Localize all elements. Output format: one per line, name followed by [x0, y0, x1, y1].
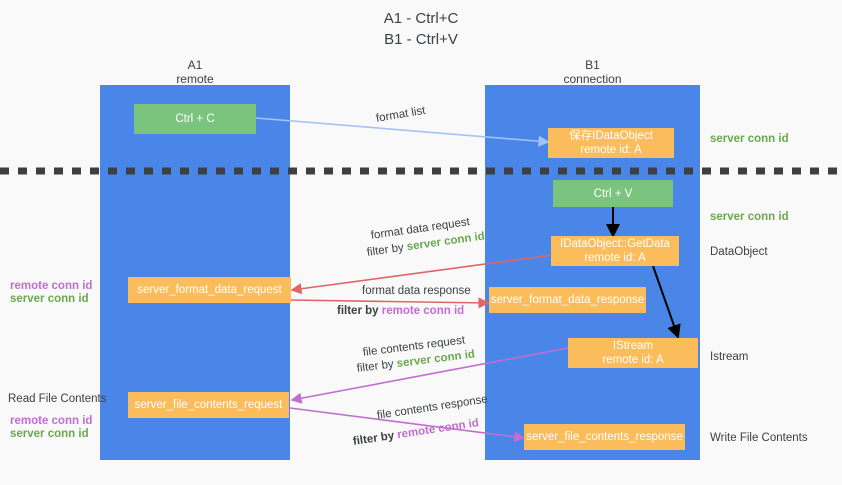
left-label-remote-conn-id-1: remote conn id — [10, 280, 93, 292]
title-line-2: B1 - Ctrl+V — [384, 31, 458, 48]
diagram-title: A1 - Ctrl+C B1 - Ctrl+V — [0, 8, 842, 50]
edge-label-format-data-response-filter: filter by remote conn id — [337, 304, 464, 318]
swimlane-a1-header: A1 remote — [120, 58, 270, 86]
edge-label-format-data-response-filter-prefix: filter by — [337, 305, 382, 317]
node-server-format-data-response-label: server_format_data_response — [490, 294, 645, 306]
node-server-file-contents-response-label: server_file_contents_response — [526, 431, 683, 443]
right-label-server-conn-id-mid: server conn id — [710, 211, 789, 223]
node-server-file-contents-request-label: server_file_contents_request — [134, 399, 283, 411]
node-save-idataobject-line1: 保存IDataObject — [569, 130, 653, 142]
node-ctrl-v-label: Ctrl + V — [593, 187, 633, 200]
edge-label-file-contents-response-filter: filter by remote conn id — [352, 416, 480, 449]
node-save-idataobject[interactable]: 保存IDataObject remote id: A — [548, 128, 674, 158]
edge-label-file-contents-response-filter-value: remote conn id — [396, 417, 480, 442]
swimlane-a1-name: A1 — [187, 58, 203, 72]
node-server-format-data-response[interactable]: server_format_data_response — [489, 287, 646, 313]
node-idataobject-getdata[interactable]: IDataObject::GetData remote id: A — [551, 236, 679, 266]
right-label-write-file-contents: Write File Contents — [710, 432, 808, 444]
edge-label-format-data-response: format data response — [362, 285, 471, 297]
node-server-file-contents-request[interactable]: server_file_contents_request — [128, 392, 289, 418]
swimlane-b1-sub: connection — [563, 72, 622, 86]
node-server-file-contents-response[interactable]: server_file_contents_response — [524, 424, 685, 450]
edge-label-format-data-response-filter-value: remote conn id — [381, 305, 465, 317]
title-line-1: A1 - Ctrl+C — [383, 10, 459, 27]
node-server-format-data-request[interactable]: server_format_data_request — [128, 277, 291, 303]
swimlane-b1-header: B1 connection — [520, 58, 665, 86]
right-label-server-conn-id-top: server conn id — [710, 133, 789, 145]
edge-label-format-list: format list — [375, 104, 427, 125]
left-label-server-conn-id-1: server conn id — [10, 293, 89, 305]
edge-label-file-contents-response-filter-prefix: filter by — [352, 429, 399, 448]
node-save-idataobject-line2: remote id: A — [580, 144, 642, 156]
left-label-read-file-contents: Read File Contents — [8, 393, 107, 405]
node-istream-line2: remote id: A — [602, 354, 664, 366]
node-istream[interactable]: IStream remote id: A — [568, 338, 698, 368]
edge-label-format-data-request-filter-prefix: filter by — [366, 241, 408, 259]
node-ctrl-c-label: Ctrl + C — [175, 113, 215, 125]
right-label-dataobject: DataObject — [710, 246, 768, 258]
node-idataobject-getdata-line2: remote id: A — [584, 252, 646, 264]
swimlane-a1-sub: remote — [176, 72, 214, 86]
left-label-server-conn-id-2: server conn id — [10, 428, 89, 440]
left-label-remote-conn-id-2: remote conn id — [10, 415, 93, 427]
edge-label-file-contents-request-filter-prefix: filter by — [356, 358, 398, 375]
node-ctrl-c[interactable]: Ctrl + C — [134, 104, 256, 134]
swimlane-b1-name: B1 — [585, 58, 600, 72]
node-ctrl-v[interactable]: Ctrl + V — [553, 180, 673, 207]
node-istream-line1: IStream — [612, 340, 654, 352]
node-server-format-data-request-label: server_format_data_request — [137, 284, 282, 296]
right-label-istream: Istream — [710, 351, 749, 363]
node-idataobject-getdata-line1: IDataObject::GetData — [560, 238, 670, 250]
